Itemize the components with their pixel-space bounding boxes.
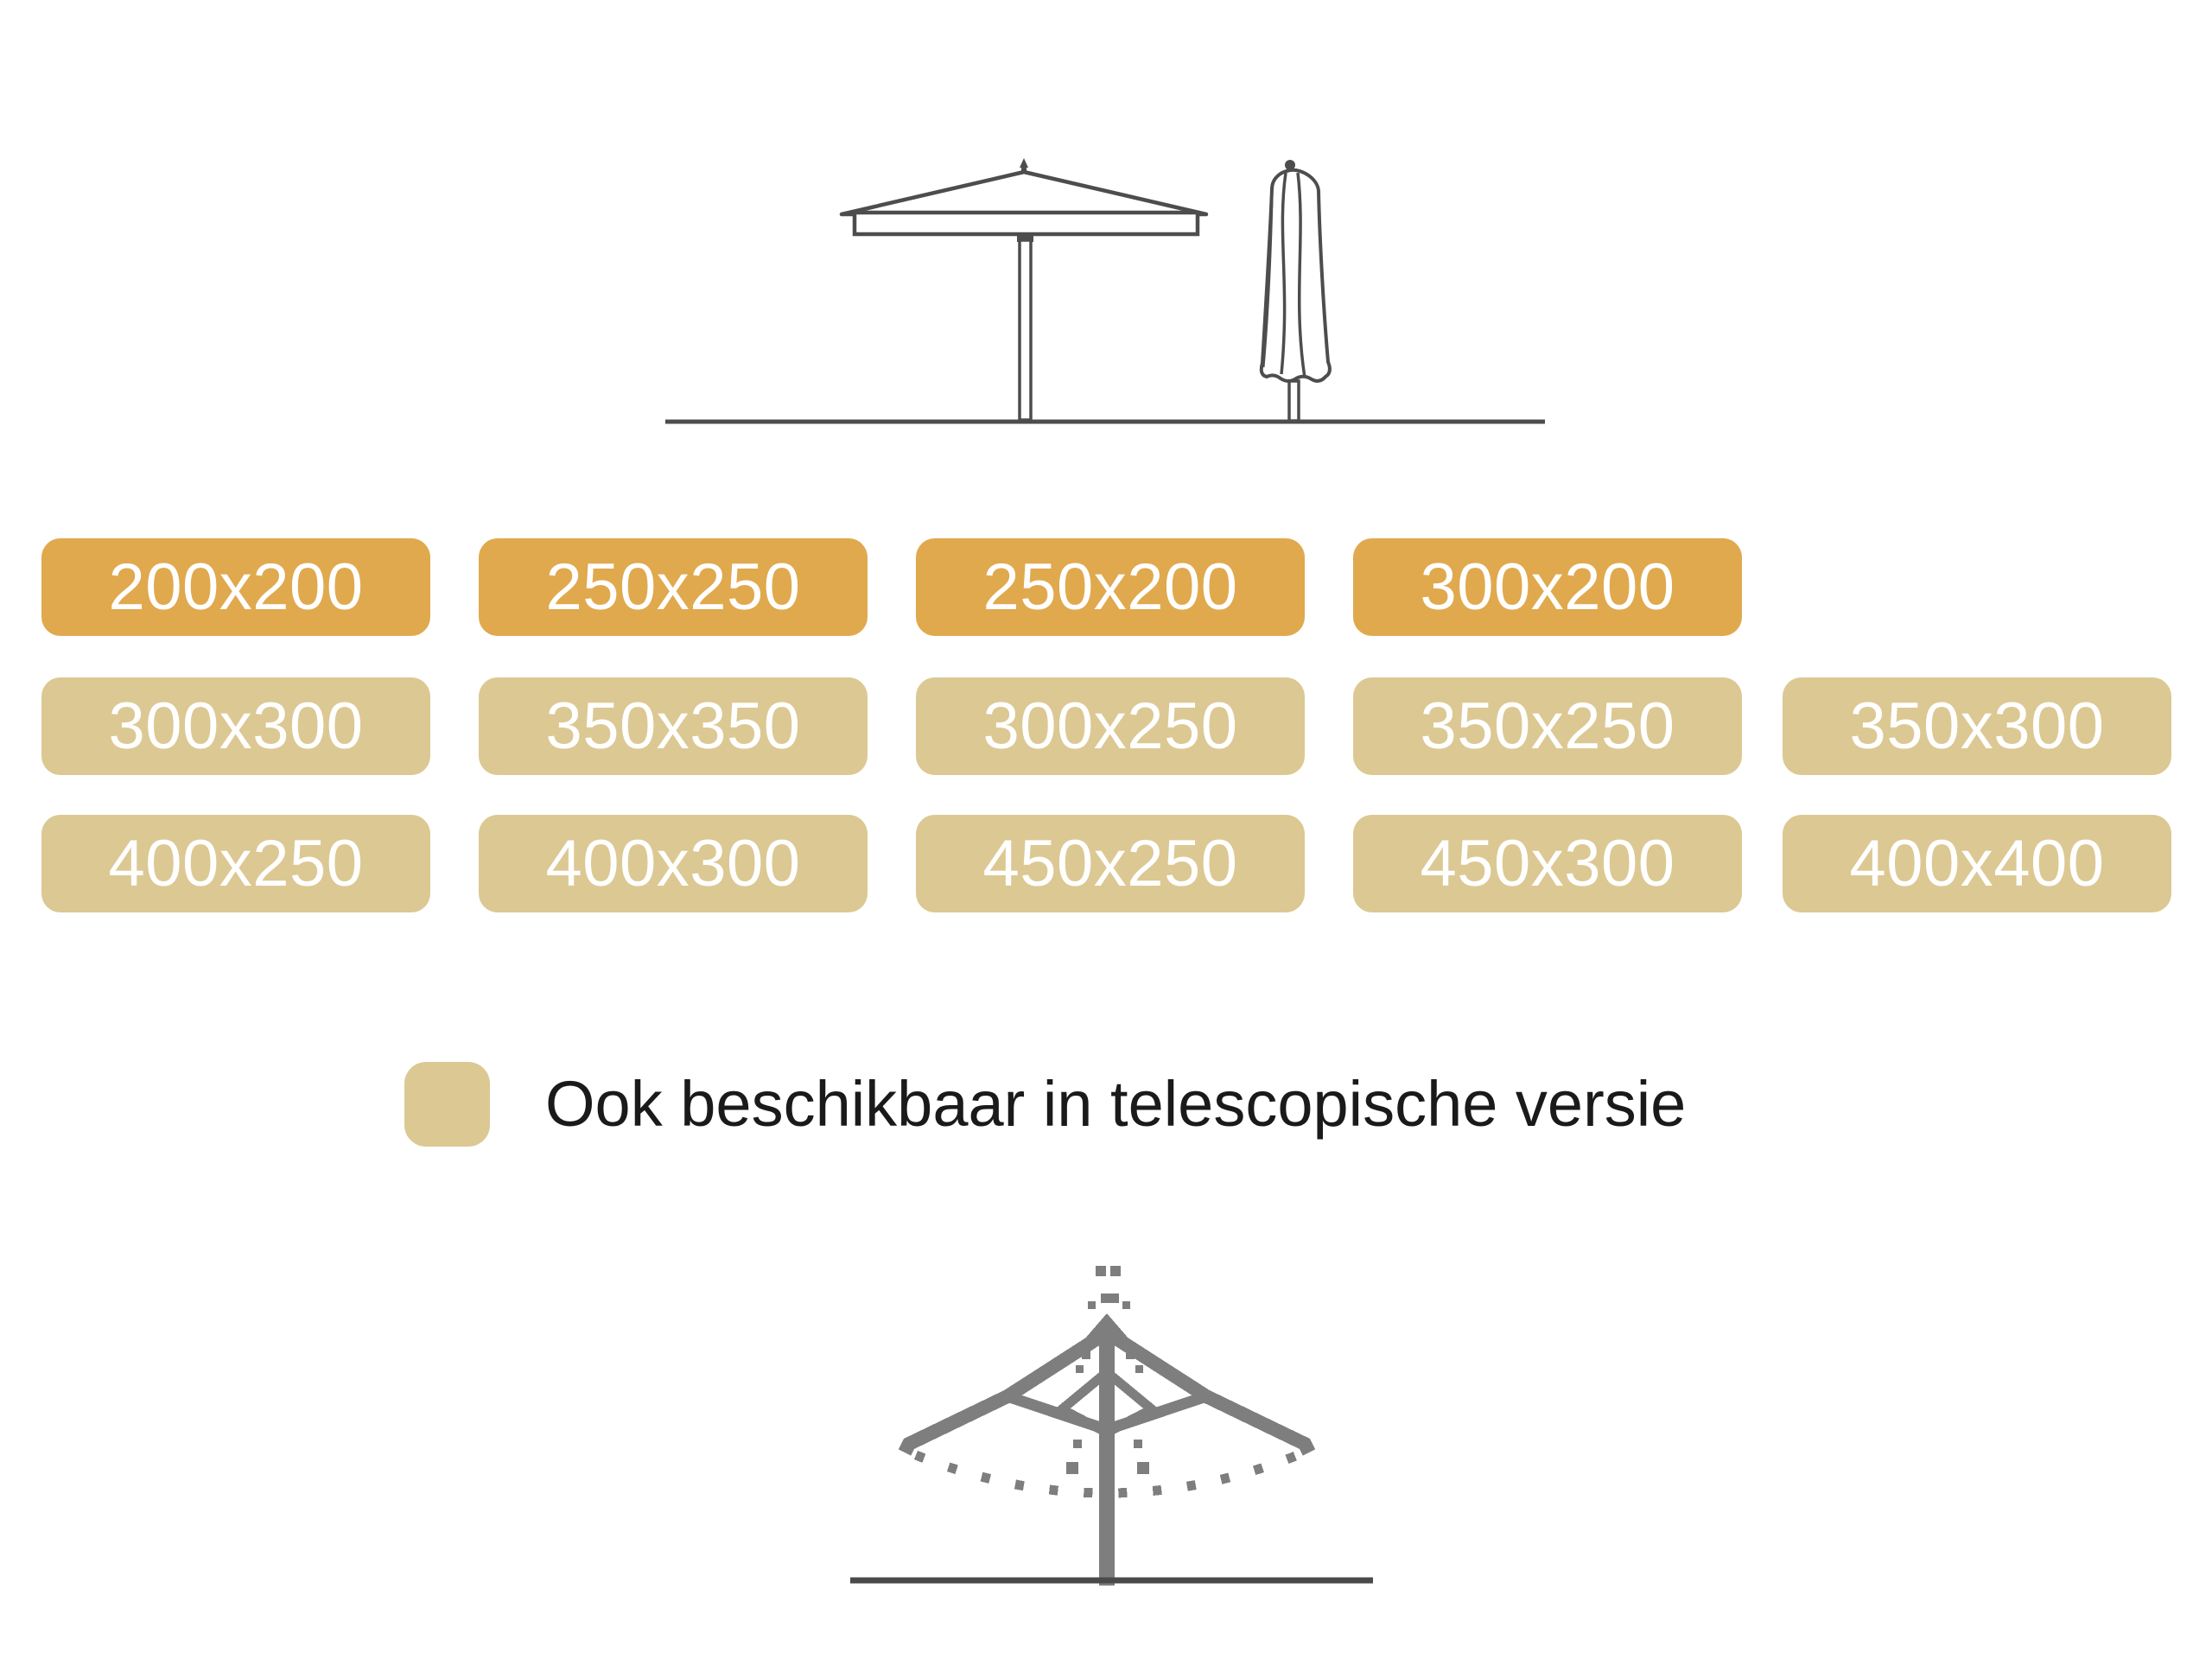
size-badge[interactable]: 300x200 — [1353, 538, 1742, 636]
parasol-drawings — [665, 158, 1545, 424]
size-badge[interactable]: 200x200 — [41, 538, 430, 636]
size-row-telescopic-2: 400x250 400x300 450x250 450x300 400x400 — [41, 815, 2171, 912]
size-badge[interactable]: 400x400 — [1783, 815, 2171, 912]
size-badge[interactable]: 450x300 — [1353, 815, 1742, 912]
size-badge[interactable]: 450x250 — [916, 815, 1305, 912]
size-row-telescopic-1: 300x300 350x350 300x250 350x250 350x300 — [41, 677, 2171, 775]
closed-parasol-icon — [1259, 160, 1332, 423]
size-badge[interactable]: 400x300 — [479, 815, 868, 912]
legend: Ook beschikbaar in telescopische versie — [404, 1062, 1686, 1147]
legend-label: Ook beschikbaar in telescopische versie — [545, 1068, 1687, 1140]
size-badge[interactable]: 250x250 — [479, 538, 868, 636]
size-badge[interactable]: 250x200 — [916, 538, 1305, 636]
size-badge[interactable]: 350x250 — [1353, 677, 1742, 775]
open-parasol-icon — [839, 158, 1209, 422]
size-badge[interactable]: 300x250 — [916, 677, 1305, 775]
tan-rounded-square-swatch — [404, 1062, 490, 1147]
size-badge[interactable]: 350x300 — [1783, 677, 2171, 775]
size-badge[interactable]: 300x300 — [41, 677, 430, 775]
size-row-standard: 200x200 250x250 250x200 300x200 — [41, 538, 1742, 636]
size-badge[interactable]: 350x350 — [479, 677, 868, 775]
size-badge[interactable]: 400x250 — [41, 815, 430, 912]
